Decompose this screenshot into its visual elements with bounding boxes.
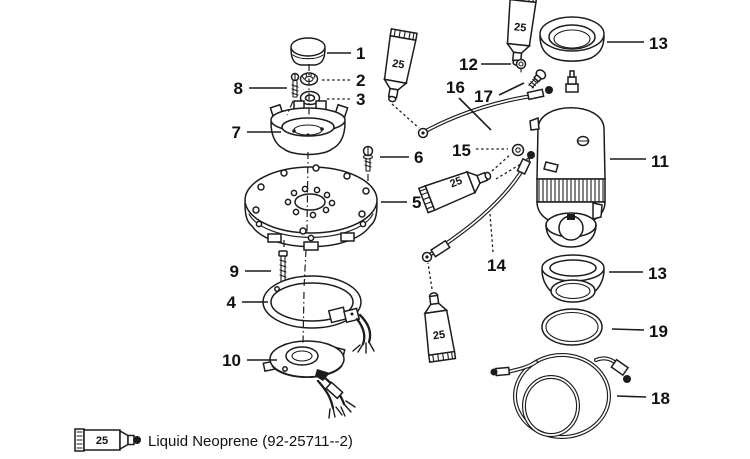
collar-ring-top xyxy=(539,16,605,62)
sealant-tube-c: 25 xyxy=(417,170,492,214)
screw-part-6 xyxy=(362,145,374,172)
callout-numbers: 1 2 3 8 7 6 5 9 4 10 12 16 17 15 14 11 1… xyxy=(222,34,670,408)
stator-part xyxy=(262,340,356,419)
cable-part-14 xyxy=(421,151,535,263)
cable-part-16 xyxy=(417,86,553,139)
nut-part-12 xyxy=(515,58,527,73)
callout-12: 12 xyxy=(459,55,478,74)
sealant-tube-a: 25 xyxy=(383,27,418,103)
tube-c-label: 25 xyxy=(448,175,464,191)
callout-4: 4 xyxy=(227,293,237,312)
nut-part-15 xyxy=(511,143,525,157)
callout-18: 18 xyxy=(651,389,670,408)
tube-d-pointer xyxy=(427,262,433,290)
callout-8: 8 xyxy=(234,79,243,98)
legend: 25 Liquid Neoprene (92-25711--2) xyxy=(74,428,353,452)
callout-3: 3 xyxy=(356,90,365,109)
collar-ring-mid xyxy=(541,254,605,303)
callout-5: 5 xyxy=(412,193,421,212)
bolt-part-9 xyxy=(278,250,288,288)
tube-a-label: 25 xyxy=(391,58,405,72)
flywheel-part xyxy=(244,164,378,251)
sealant-tube-b: 25 xyxy=(505,0,538,66)
center-axis-line xyxy=(302,64,310,345)
callout-13-top: 13 xyxy=(649,34,668,53)
callout-15: 15 xyxy=(452,141,471,160)
callout-13-mid: 13 xyxy=(648,264,667,283)
callout-16: 16 xyxy=(446,78,465,97)
callout-17: 17 xyxy=(474,87,493,106)
trigger-ring-part xyxy=(262,275,375,354)
callout-14: 14 xyxy=(487,256,506,275)
callout-2: 2 xyxy=(356,71,365,90)
tube-c-pointer-1 xyxy=(491,153,512,172)
cap-part xyxy=(290,37,326,66)
screw-part-17 xyxy=(528,69,547,89)
legend-caption: Liquid Neoprene (92-25711--2) xyxy=(148,433,353,450)
callout-9: 9 xyxy=(230,262,239,281)
legend-tube-label: 25 xyxy=(96,435,108,447)
coiled-cable-part xyxy=(490,353,631,439)
tube-a-pointer xyxy=(391,103,420,129)
leader-lines xyxy=(242,41,647,398)
starter-motor-part xyxy=(529,70,606,248)
sealant-tube-d: 25 xyxy=(423,292,457,363)
screw8-axis-line xyxy=(286,100,294,116)
screw-part-8 xyxy=(290,72,300,98)
tube-d-label: 25 xyxy=(432,329,446,343)
tube-b-label: 25 xyxy=(513,21,526,34)
legend-tube-icon: 25 xyxy=(74,428,141,452)
callout-7: 7 xyxy=(232,123,241,142)
callout-19: 19 xyxy=(649,322,668,341)
o-ring-part xyxy=(541,308,603,346)
callout-6: 6 xyxy=(414,148,423,167)
washer-part xyxy=(299,90,321,106)
callout-10: 10 xyxy=(222,351,241,370)
callout-11: 11 xyxy=(651,152,669,171)
clutch-cup-part xyxy=(269,100,349,156)
callout-1: 1 xyxy=(356,44,365,63)
